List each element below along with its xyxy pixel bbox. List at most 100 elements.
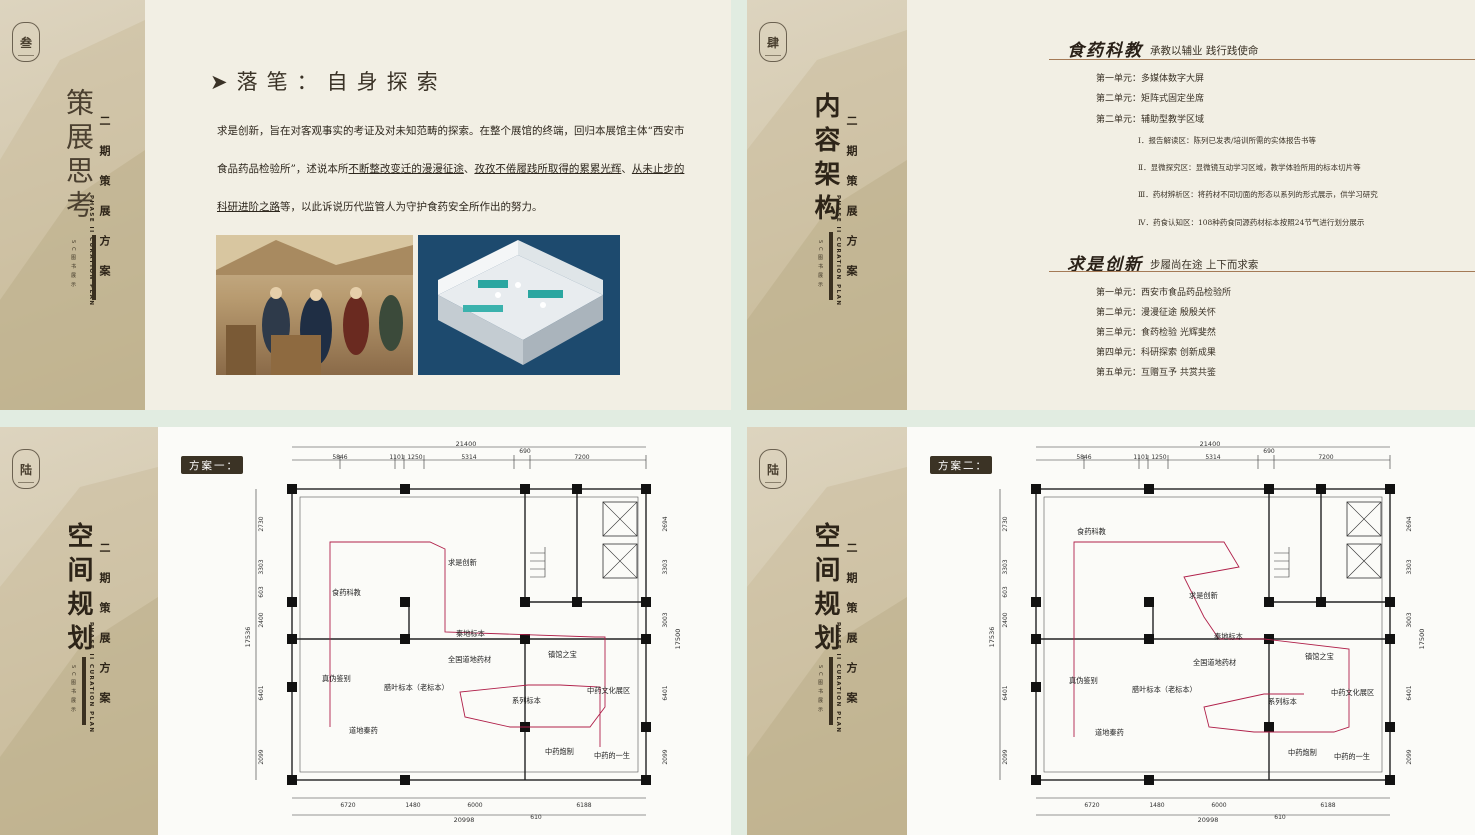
structural-column bbox=[287, 484, 297, 494]
structural-column bbox=[641, 484, 651, 494]
dimension-label: 2730 bbox=[258, 516, 265, 531]
dimension-label: 603 bbox=[1002, 586, 1009, 598]
inner-wall bbox=[299, 496, 639, 773]
sidebar-subtitle: 二期策展方案 bbox=[845, 542, 858, 722]
structural-column bbox=[287, 682, 297, 692]
dimension-label: 6720 bbox=[1084, 802, 1099, 809]
highlighted-phrase: 从未止步的科研进阶之路 bbox=[217, 163, 685, 213]
sub-item: Ⅰ．报告解读区：陈列已发表/培训所需的实体报告书等 bbox=[1138, 136, 1316, 145]
sidebar-english: PHASE II CURATION PLAN bbox=[88, 622, 94, 734]
zone-label: 求是创新 bbox=[1189, 591, 1218, 600]
structural-column bbox=[1264, 634, 1274, 644]
unit-item: 第二单元：辅助型教学区域 bbox=[1096, 115, 1205, 125]
chapter-badge: 陆 bbox=[759, 449, 787, 489]
stairs bbox=[530, 547, 546, 578]
dimension-label: 603 bbox=[258, 586, 265, 598]
elevator-cross bbox=[602, 501, 638, 537]
slide-space-plan-1[interactable]: 陆 空间规划 二期策展方案 PHASE II CURATION PLAN SC图… bbox=[0, 427, 731, 835]
structural-column bbox=[572, 597, 582, 607]
structural-column bbox=[1144, 634, 1154, 644]
slide-content-structure[interactable]: 肆 内容架构 二期策展方案 PHASE II CURATION PLAN SC图… bbox=[747, 0, 1475, 410]
slide-sidebar: 陆 空间规划 二期策展方案 PHASE II CURATION PLAN SC图… bbox=[0, 427, 158, 835]
zone-label: 中药的一生 bbox=[594, 751, 630, 760]
sidebar-small: SC图书展示 bbox=[70, 665, 76, 716]
chapter-badge: 肆 bbox=[759, 22, 787, 62]
structural-column bbox=[1031, 634, 1041, 644]
dimension-label: 1480 bbox=[405, 802, 420, 809]
dimension-label: 5314 bbox=[1205, 454, 1220, 461]
slide-curation-thinking[interactable]: 叁 策展思考 二期策展方案 PHASE II CURATION PLAN SC图… bbox=[0, 0, 731, 410]
zone-label: 全国道地药材 bbox=[448, 655, 491, 664]
elevator bbox=[1346, 501, 1382, 537]
structural-column bbox=[287, 634, 297, 644]
zone-label: 道地秦药 bbox=[349, 726, 378, 735]
structural-column bbox=[1031, 484, 1041, 494]
highlighted-phrase: 不断整改变迁的漫漫征途 bbox=[348, 163, 464, 175]
zone-label: 真伪鉴别 bbox=[1069, 676, 1098, 685]
elevator-cross bbox=[1346, 543, 1382, 579]
unit-item: 第二单元：矩阵式固定坐席 bbox=[1096, 94, 1205, 104]
section-subtitle-innovation: 步履尚在途 上下而求索 bbox=[1150, 259, 1259, 271]
dimension-label: 2400 bbox=[258, 612, 265, 627]
zone-label: 道地秦药 bbox=[1095, 728, 1124, 737]
structural-column bbox=[1385, 722, 1395, 732]
structural-column bbox=[1316, 597, 1326, 607]
structural-column bbox=[1385, 597, 1395, 607]
dimension-label: 1250 bbox=[1151, 454, 1166, 461]
structural-column bbox=[287, 597, 297, 607]
dimension-label: 6188 bbox=[1320, 802, 1335, 809]
dimension-label: 6000 bbox=[467, 802, 482, 809]
dimension-label: 3003 bbox=[1406, 612, 1413, 627]
unit-item: 第二单元：漫漫征途 殷殷关怀 bbox=[1096, 308, 1216, 318]
dimension-label: 7200 bbox=[574, 454, 589, 461]
dimension-label: 6188 bbox=[576, 802, 591, 809]
dimension-label: 2099 bbox=[258, 749, 265, 764]
sidebar-small: SC图书展示 bbox=[817, 240, 823, 291]
dimension-label: 3303 bbox=[258, 559, 265, 574]
sidebar-english: PHASE II CURATION PLAN bbox=[835, 622, 841, 734]
zone-label: 中药的一生 bbox=[1334, 752, 1370, 761]
sidebar-bar bbox=[829, 232, 833, 300]
zone-label: 腊叶标本（老标本） bbox=[384, 683, 449, 692]
dimension-label: 610 bbox=[1274, 814, 1286, 821]
dimension-label: 690 bbox=[519, 448, 531, 455]
structural-column bbox=[1144, 597, 1154, 607]
zone-label: 镇馆之宝 bbox=[1305, 652, 1334, 661]
zone-label: 中药炮制 bbox=[545, 747, 574, 756]
chapter-badge: 陆 bbox=[12, 449, 40, 489]
structural-column bbox=[1316, 484, 1326, 494]
inner-wall bbox=[1043, 496, 1383, 773]
sidebar-bar bbox=[92, 235, 96, 300]
dimension-label: 6401 bbox=[1002, 685, 1009, 700]
dimension-label: 5314 bbox=[461, 454, 476, 461]
structural-column bbox=[572, 484, 582, 494]
structural-column bbox=[400, 775, 410, 785]
dimension-label: 2099 bbox=[1406, 749, 1413, 764]
zone-label: 全国道地药材 bbox=[1193, 658, 1236, 667]
section-title-innovation: 求是创新 bbox=[1067, 255, 1143, 275]
dimension-label: 1480 bbox=[1149, 802, 1164, 809]
mountain-texture bbox=[747, 467, 907, 835]
structural-column bbox=[400, 634, 410, 644]
zone-label: 系列标本 bbox=[512, 696, 541, 705]
dimension-label: 2730 bbox=[1002, 516, 1009, 531]
slide-space-plan-2[interactable]: 陆 空间规划 二期策展方案 PHASE II CURATION PLAN SC图… bbox=[747, 427, 1475, 835]
structural-column bbox=[641, 597, 651, 607]
ancient-market-painting bbox=[216, 235, 413, 375]
structural-column bbox=[1264, 722, 1274, 732]
elevator bbox=[602, 543, 638, 579]
section-divider bbox=[1049, 271, 1475, 272]
sidebar-subtitle: 二期策展方案 bbox=[98, 542, 111, 722]
slide-sidebar: 肆 内容架构 二期策展方案 PHASE II CURATION PLAN SC图… bbox=[747, 0, 907, 410]
dimension-label: 610 bbox=[530, 814, 542, 821]
sidebar-english: PHASE II CURATION PLAN bbox=[88, 195, 94, 307]
dimension-label: 20998 bbox=[1198, 816, 1219, 824]
mountain-texture bbox=[0, 467, 158, 835]
scheme-tag: 方案一： bbox=[181, 456, 243, 474]
visitor-route bbox=[1073, 541, 1350, 737]
structural-column bbox=[1385, 484, 1395, 494]
structural-column bbox=[1144, 775, 1154, 785]
dimension-label: 20998 bbox=[454, 816, 475, 824]
dimension-label: 2694 bbox=[1406, 516, 1413, 531]
